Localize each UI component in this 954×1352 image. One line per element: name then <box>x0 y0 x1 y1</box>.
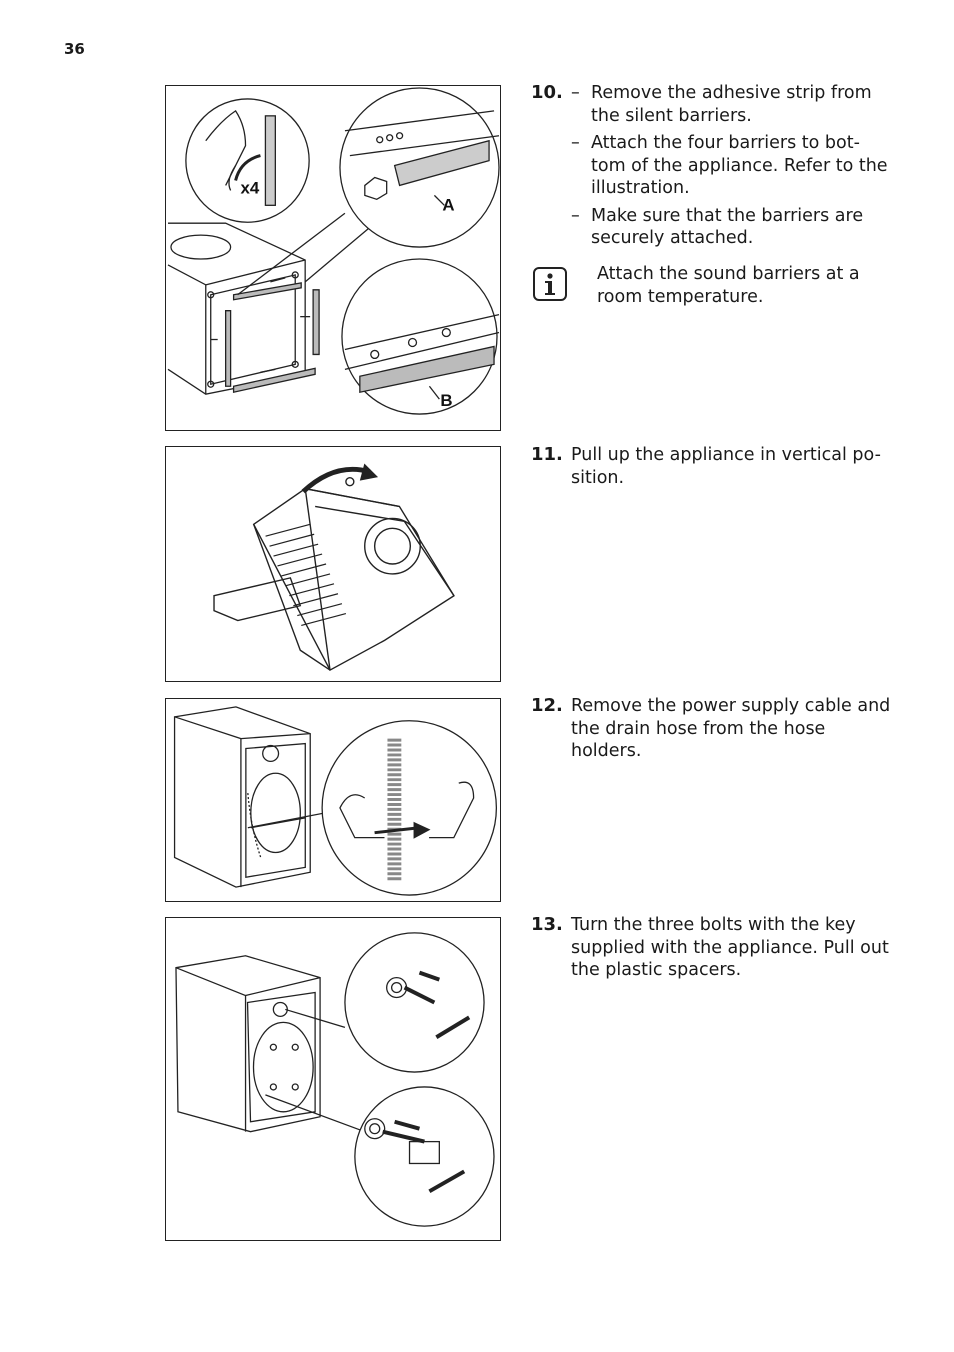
label-b: B <box>440 391 452 410</box>
step-bullets: – Remove the adhesive strip from the sil… <box>571 82 891 250</box>
info-note: Attach the sound barriers at a room temp… <box>531 263 891 308</box>
label-a: A <box>442 195 454 214</box>
step-text: Turn the three bolts with the key suppli… <box>571 915 889 980</box>
page-number: 36 <box>64 40 85 58</box>
figure-vertical-position <box>165 446 501 682</box>
bullet-text: Make sure that the barriers are securely… <box>591 205 864 249</box>
hose-illustration <box>173 706 498 896</box>
bullet-text: Attach the four barriers to bot-tom of t… <box>591 133 888 198</box>
bullet-dash: – <box>571 133 580 153</box>
bullet-text: Remove the adhesive strip from the silen… <box>591 83 872 126</box>
barriers-illustration: x4 A B <box>167 87 500 415</box>
figure-hose-holders <box>165 698 501 902</box>
step-text: Remove the power supply cable and the dr… <box>571 696 891 761</box>
step-12: 12. Remove the power supply cable and th… <box>531 695 891 763</box>
step-13: 13. Turn the three bolts with the key su… <box>531 914 891 982</box>
step-text: Pull up the appliance in vertical po-sit… <box>571 445 881 488</box>
bullet-dash: – <box>571 83 580 103</box>
bullet-item: – Make sure that the barriers are secure… <box>571 205 891 250</box>
info-icon <box>533 267 567 301</box>
bolts-illustration <box>175 932 495 1227</box>
note-text: Attach the sound barriers at a room temp… <box>597 264 860 307</box>
step-number: 10. <box>531 82 563 103</box>
figure-transit-bolts <box>165 917 501 1241</box>
step-number: 11. <box>531 444 563 465</box>
bullet-dash: – <box>571 205 580 226</box>
tilt-illustration <box>213 463 455 672</box>
bullet-item: – Attach the four barriers to bot-tom of… <box>571 132 891 200</box>
bullet-item: – Remove the adhesive strip from the sil… <box>571 82 891 127</box>
figure-silent-barriers: x4 A B <box>165 85 501 431</box>
label-x4: x4 <box>241 178 260 197</box>
step-number: 13. <box>531 914 563 935</box>
step-10: 10. – Remove the adhesive strip from the… <box>531 82 891 255</box>
step-number: 12. <box>531 695 563 716</box>
step-11: 11. Pull up the appliance in vertical po… <box>531 444 891 489</box>
